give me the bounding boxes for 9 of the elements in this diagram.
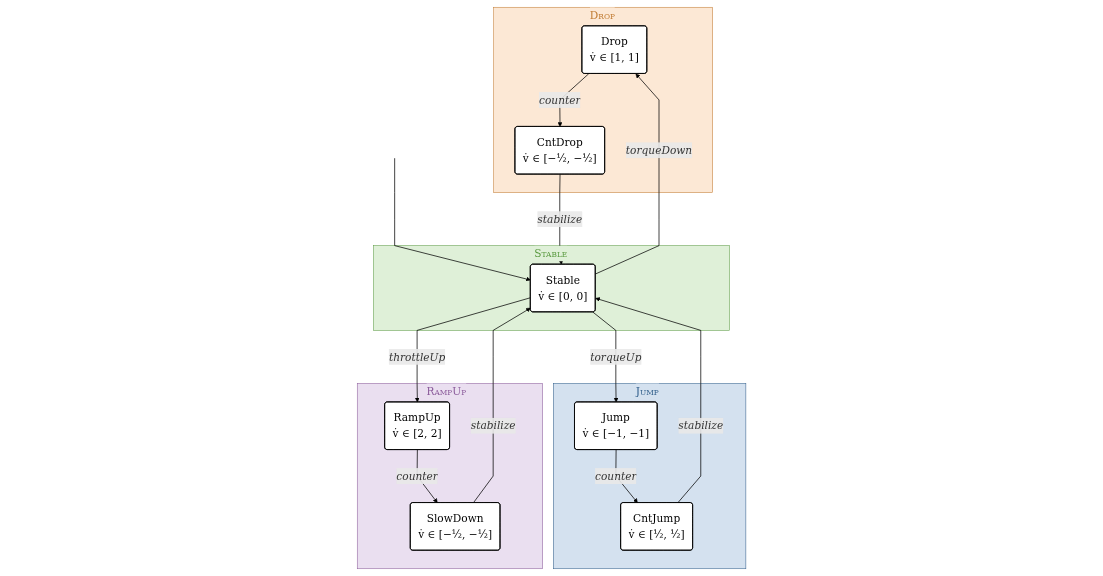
edge-label: counter	[595, 469, 637, 483]
edge-label: throttleUp	[388, 350, 446, 364]
edge-label: stabilize	[678, 419, 724, 433]
edge-label: stabilize	[470, 419, 516, 433]
edge-label: torqueDown	[625, 143, 693, 157]
edge-label: torqueUp	[590, 350, 642, 364]
edge-label: counter	[538, 93, 581, 107]
edge-label: counter	[396, 469, 438, 483]
edge-label: stabilize	[537, 212, 583, 226]
